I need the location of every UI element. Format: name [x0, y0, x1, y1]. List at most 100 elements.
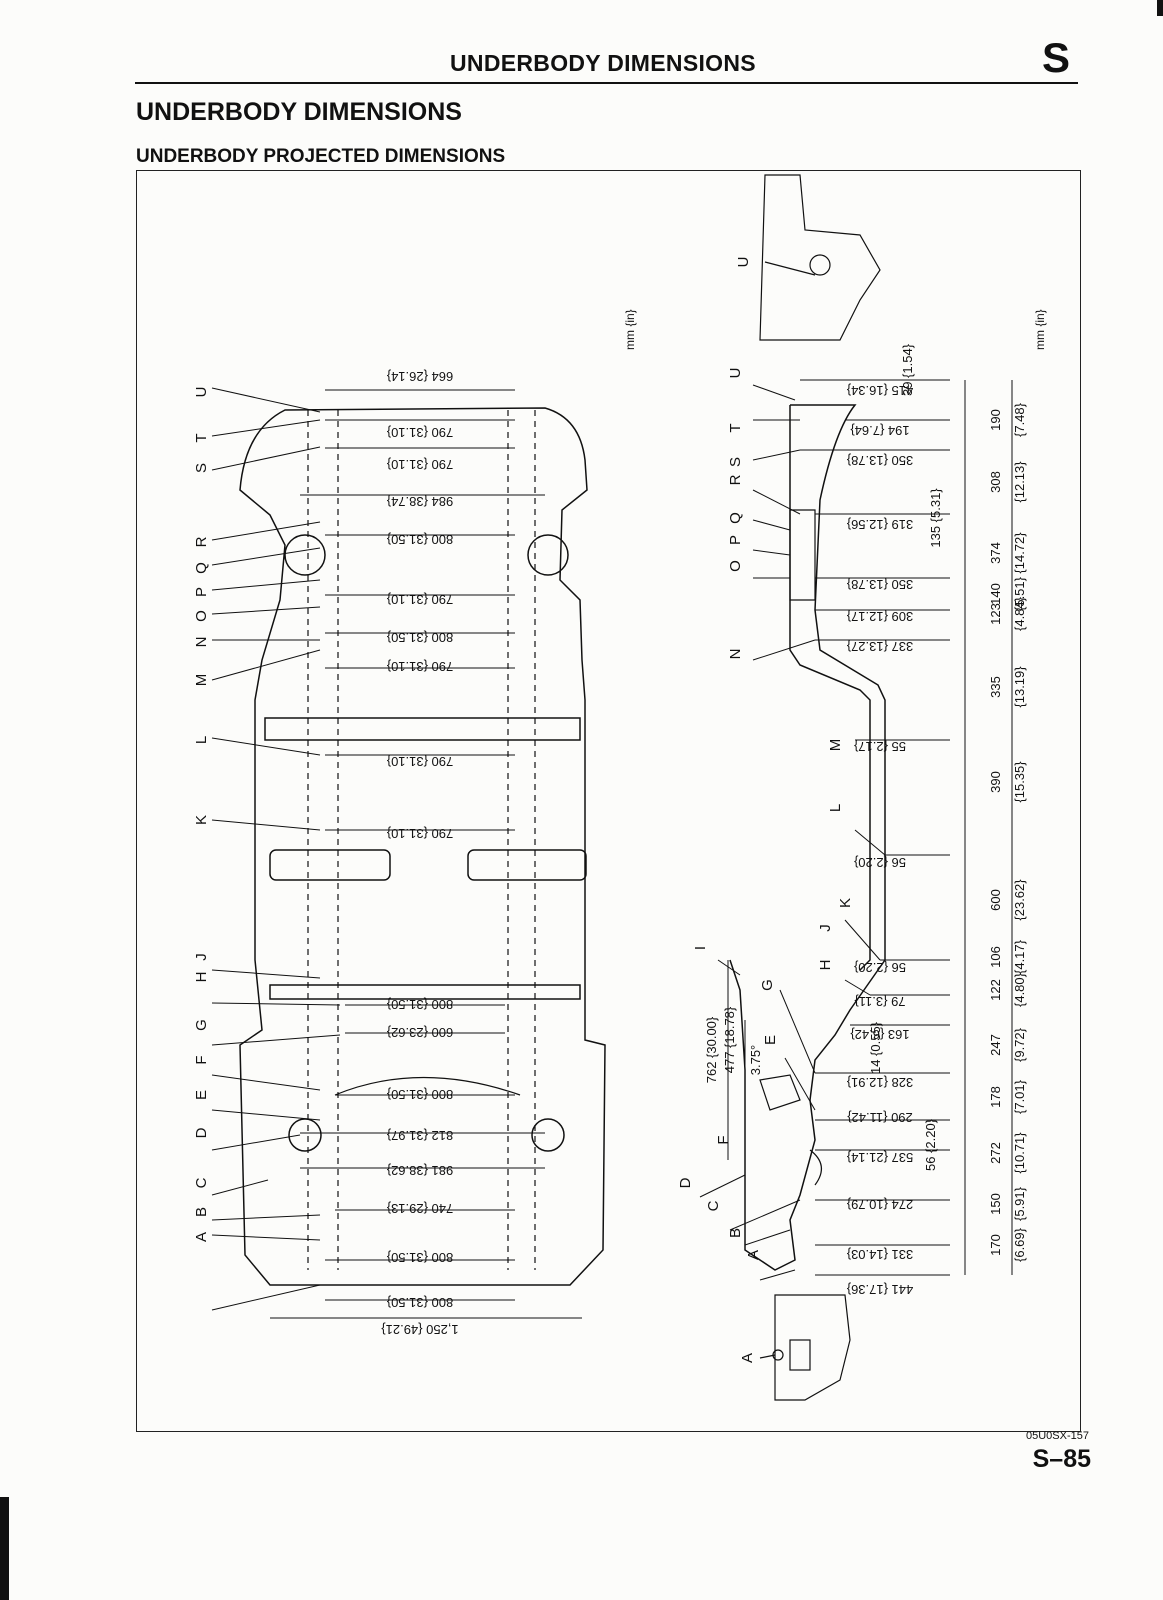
side-spacing-value: 140: [988, 583, 1003, 605]
side-point-label: T: [727, 423, 744, 432]
plan-point-label: F: [193, 1055, 210, 1064]
side-view-lengths: 415 {16.34} 194 {7.64} 350 {13.78} 319 {12.…: [846, 383, 913, 1297]
side-length-label: 441 {17.36}: [846, 1282, 913, 1297]
reference-code: 05U0SX-157: [1026, 1430, 1089, 1442]
side-small-dim: 56 {2.20}: [923, 1118, 938, 1171]
plan-point-label: M: [193, 674, 210, 687]
side-length-label: 319 {12.56}: [846, 517, 913, 532]
plan-point-label: R: [193, 536, 210, 547]
side-spacing-value: 247: [988, 1034, 1003, 1056]
side-spacing-value: 390: [988, 771, 1003, 793]
page-title: UNDERBODY DIMENSIONS: [136, 98, 462, 126]
side-spacing-value: 600: [988, 889, 1003, 911]
side-point-label: F: [715, 1135, 732, 1144]
side-spacing-inches: {10.71}: [1012, 1132, 1027, 1174]
plan-point-label: H: [193, 972, 210, 983]
side-spacing-value: 123: [988, 603, 1003, 625]
plan-dimension-label: 800 {31.50}: [386, 630, 453, 645]
units-left: mm {in}: [623, 309, 637, 350]
plan-dimension-label: 1,250 {49.21}: [381, 1322, 459, 1337]
side-spacing-inches: {15.35}: [1012, 761, 1027, 803]
plan-point-label: O: [193, 610, 210, 622]
plan-dimension-label: 800 {31.50}: [386, 997, 453, 1012]
side-spacing-inches: {23.62}: [1012, 879, 1027, 921]
side-point-label: K: [837, 898, 854, 908]
plan-point-label: G: [193, 1019, 210, 1031]
header-rule: [135, 82, 1078, 84]
detail-bottom-label: A: [739, 1353, 756, 1363]
side-view-spacing: 1903083741401233353906001061222471782721…: [988, 402, 1027, 1262]
plan-dimension-label: 812 {31.97}: [386, 1128, 453, 1143]
side-length-label: 290 {11.42}: [847, 1110, 913, 1125]
page-subtitle: UNDERBODY PROJECTED DIMENSIONS: [136, 146, 506, 167]
side-point-label: B: [727, 1228, 744, 1238]
detail-top-label: U: [735, 257, 752, 268]
plan-point-label: C: [193, 1177, 210, 1188]
detail-inset-bottom: [759, 1294, 851, 1401]
plan-point-label: N: [193, 637, 210, 648]
side-point-label: Q: [727, 512, 744, 524]
side-point-label: I: [692, 946, 709, 950]
plan-point-label: U: [193, 387, 210, 398]
plan-dimension-label: 790 {31.10}: [386, 457, 453, 472]
side-length-label: 537 {21.14}: [846, 1150, 913, 1165]
side-point-label: E: [762, 1035, 779, 1045]
corner-mark: [1157, 0, 1163, 16]
side-spacing-inches: {4.17}: [1012, 939, 1027, 974]
side-length-label: 350 {13.78}: [846, 453, 913, 468]
side-length-label: 56 {2.20}: [853, 960, 906, 975]
plan-dimension-label: 790 {31.10}: [386, 826, 453, 841]
section-letter: S: [1042, 34, 1071, 81]
side-view-drawing: [729, 404, 886, 1271]
side-small-dim: 14 {0.55}: [868, 1021, 883, 1074]
side-length-label: 194 {7.64}: [850, 423, 910, 438]
side-height-label: 762 {30.00}: [704, 1016, 719, 1083]
side-point-label: L: [827, 804, 844, 812]
side-length-label: 415 {16.34}: [846, 383, 913, 398]
side-spacing-value: 308: [988, 471, 1003, 493]
side-spacing-value: 272: [988, 1142, 1003, 1164]
plan-view-dimensions: 664 {26.14}790 {31.10}790 {31.10}984 {38…: [381, 369, 459, 1337]
side-small-dim: 39 {1.54}: [900, 343, 915, 396]
side-point-label: H: [817, 960, 834, 971]
side-view-dimension-lines: [727, 379, 1013, 1276]
side-spacing-value: 178: [988, 1086, 1003, 1108]
side-point-label: G: [759, 979, 776, 991]
side-point-label: O: [727, 560, 744, 572]
plan-dimension-label: 790 {31.10}: [386, 592, 453, 607]
side-length-label: 309 {12.17}: [846, 609, 913, 624]
plan-point-label: D: [193, 1127, 210, 1138]
plan-dimension-label: 790 {31.10}: [386, 754, 453, 769]
plan-point-label: S: [193, 463, 210, 473]
plan-point-label: Q: [193, 562, 210, 574]
plan-view-dimension-lines: [270, 389, 582, 1319]
side-length-label: 331 {14.03}: [846, 1247, 913, 1262]
plan-dimension-label: 664 {26.14}: [386, 369, 453, 384]
side-spacing-value: 170: [988, 1234, 1003, 1256]
side-spacing-inches: {7.48}: [1012, 402, 1027, 437]
side-view-leader-lines: [699, 384, 886, 1281]
side-spacing-inches: {4.84}: [1012, 596, 1027, 631]
plan-point-label: E: [193, 1090, 210, 1100]
plan-view-drawing: [239, 407, 606, 1286]
side-spacing-value: 150: [988, 1193, 1003, 1215]
side-point-label: C: [705, 1200, 722, 1211]
side-point-label: J: [817, 924, 834, 932]
plan-dimension-label: 800 {31.50}: [386, 1295, 453, 1310]
side-spacing-inches: {7.01}: [1012, 1079, 1027, 1114]
plan-dimension-label: 600 {23.62}: [386, 1025, 453, 1040]
side-length-label: 79 {3.11}: [854, 994, 906, 1009]
side-point-label: N: [727, 649, 744, 660]
side-spacing-inches: {4.80}: [1012, 972, 1027, 1007]
plan-point-label: P: [193, 587, 210, 597]
side-length-label: 163 {6.42}: [850, 1027, 910, 1042]
side-point-label: P: [727, 535, 744, 545]
scan-edge-bar: [0, 1497, 9, 1600]
detail-inset-top: [759, 174, 881, 341]
side-spacing-value: 374: [988, 542, 1003, 564]
side-spacing-inches: {14.72}: [1012, 532, 1027, 574]
side-spacing-inches: {12.13}: [1012, 461, 1027, 503]
